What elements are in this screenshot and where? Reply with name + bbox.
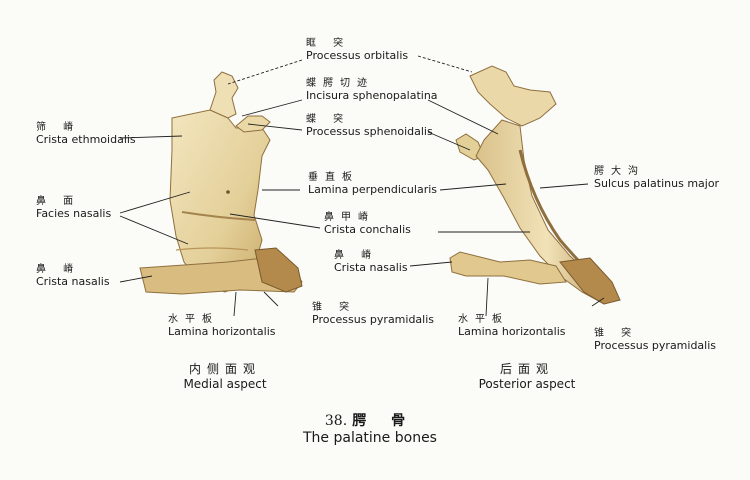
label-horizontal-plate-posterior-cn: 水平板 [458, 314, 509, 325]
horizontal-plate-posterior [449, 251, 567, 285]
label-orbital-process-en: Processus orbitalis [306, 48, 409, 62]
label-nasal-crest-posterior: 鼻 嵴 Crista nasalis [334, 250, 408, 274]
figure-title: 38. 腭 骨 The palatine bones [250, 410, 490, 446]
pyramidal-process-posterior [559, 257, 621, 305]
label-pyramidal-process-medial: 锥 突 Processus pyramidalis [312, 302, 434, 326]
label-sphenopalatine-notch: 蝶腭切迹 Incisura sphenopalatina [306, 78, 438, 102]
label-sphenoid-process-en: Processus sphenoidalis [306, 124, 433, 138]
label-ethmoid-crest-en: Crista ethmoidalis [36, 132, 136, 146]
label-perpendicular-plate: 垂直板 Lamina perpendicularis [308, 172, 437, 196]
label-perpendicular-plate-cn: 垂直板 [308, 172, 359, 183]
figure-title-en: The palatine bones [303, 430, 437, 446]
label-conchal-crest-cn: 鼻甲嵴 [324, 212, 375, 223]
label-horizontal-plate-medial-cn: 水平板 [168, 314, 219, 325]
label-pyramidal-process-posterior-cn: 锥 突 [594, 328, 639, 339]
label-nasal-crest-medial: 鼻 嵴 Crista nasalis [36, 264, 110, 288]
caption-medial-en: Medial aspect [183, 377, 267, 391]
caption-posterior-en: Posterior aspect [478, 377, 576, 391]
label-ethmoid-crest: 筛 嵴 Crista ethmoidalis [36, 122, 136, 146]
label-sphenopalatine-notch-en: Incisura sphenopalatina [306, 88, 438, 102]
label-nasal-surface-en: Facies nasalis [36, 206, 112, 220]
label-sphenopalatine-notch-cn: 蝶腭切迹 [306, 78, 374, 89]
label-horizontal-plate-medial-en: Lamina horizontalis [168, 324, 276, 338]
label-pyramidal-process-posterior: 锥 突 Processus pyramidalis [594, 328, 716, 352]
label-ethmoid-crest-cn: 筛 嵴 [36, 122, 81, 133]
label-perpendicular-plate-en: Lamina perpendicularis [308, 182, 438, 196]
label-conchal-crest: 鼻甲嵴 Crista conchalis [324, 212, 411, 236]
label-pyramidal-process-posterior-en: Processus pyramidalis [594, 338, 717, 352]
sphenoid-process-medial [235, 115, 271, 133]
caption-medial-cn: 内侧面观 [188, 362, 261, 376]
posterior-bone [449, 65, 621, 305]
label-nasal-surface: 鼻 面 Facies nasalis [36, 196, 111, 220]
orbital-process-posterior [469, 65, 557, 127]
label-sphenoid-process-cn: 蝶 突 [306, 114, 351, 125]
figure-title-cn: 腭 骨 [352, 413, 416, 429]
figure-number: 38. [324, 413, 348, 429]
label-horizontal-plate-posterior: 水平板 Lamina horizontalis [458, 314, 566, 338]
label-greater-palatine-sulcus-cn: 腭大沟 [594, 166, 645, 177]
leader-lines [119, 55, 605, 317]
label-horizontal-plate-medial: 水平板 Lamina horizontalis [168, 314, 276, 338]
label-nasal-surface-cn: 鼻 面 [36, 196, 81, 207]
label-nasal-crest-posterior-cn: 鼻 嵴 [334, 250, 379, 261]
orbital-process-medial [209, 71, 239, 119]
label-conchal-crest-en: Crista conchalis [324, 222, 411, 236]
pyramidal-process-medial [254, 247, 303, 293]
label-pyramidal-process-medial-cn: 锥 突 [312, 302, 357, 313]
label-nasal-crest-medial-cn: 鼻 嵴 [36, 264, 81, 275]
label-orbital-process-cn: 眶 突 [306, 38, 351, 49]
label-nasal-crest-posterior-en: Crista nasalis [334, 260, 408, 274]
label-orbital-process: 眶 突 Processus orbitalis [306, 38, 408, 62]
caption-medial-aspect: 内侧面观 Medial aspect [160, 360, 290, 391]
figure-title-line-1: 38. 腭 骨 [250, 410, 490, 430]
label-horizontal-plate-posterior-en: Lamina horizontalis [458, 324, 566, 338]
label-sphenoid-process: 蝶 突 Processus sphenoidalis [306, 114, 433, 138]
caption-posterior-aspect: 后面观 Posterior aspect [462, 360, 592, 391]
label-greater-palatine-sulcus: 腭大沟 Sulcus palatinus major [594, 166, 719, 190]
label-pyramidal-process-medial-en: Processus pyramidalis [312, 312, 435, 326]
conchal-crest-medial [181, 211, 257, 221]
label-nasal-crest-medial-en: Crista nasalis [36, 274, 110, 288]
perpendicular-plate-medial [169, 109, 271, 293]
caption-posterior-cn: 后面观 [499, 362, 554, 376]
label-greater-palatine-sulcus-en: Sulcus palatinus major [594, 176, 720, 190]
medial-bone [139, 71, 303, 295]
